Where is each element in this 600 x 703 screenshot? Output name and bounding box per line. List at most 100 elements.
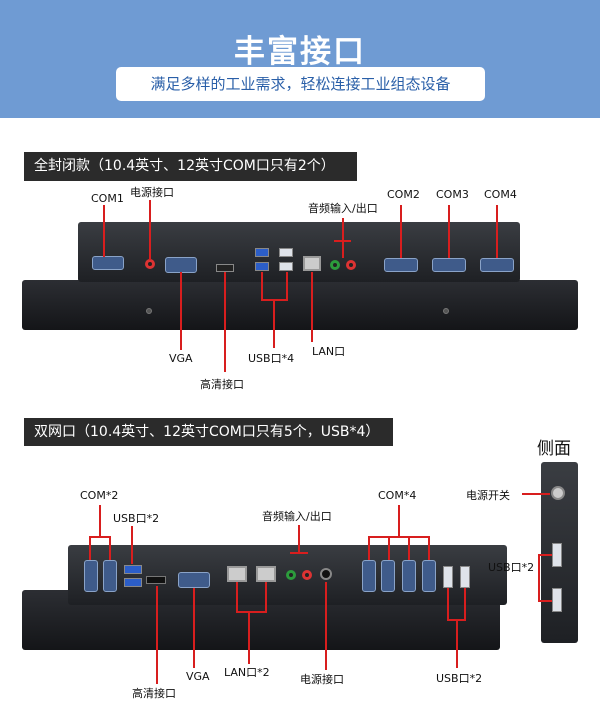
page-title: 丰富接口	[234, 34, 366, 70]
power-jack	[145, 259, 155, 269]
audio-in-jack	[330, 260, 340, 270]
leader-line	[89, 536, 91, 560]
label-power-switch: 电源开关	[466, 489, 510, 502]
leader-line	[261, 272, 263, 300]
leader-line	[248, 612, 250, 664]
lan-port	[303, 256, 321, 271]
usb-port	[279, 248, 293, 257]
leader-line	[368, 536, 430, 538]
leader-line	[273, 300, 275, 348]
com-port	[381, 560, 395, 592]
label-com1: COM1	[91, 192, 124, 205]
leader-line	[388, 536, 390, 560]
label-power: 电源接口	[130, 186, 174, 199]
leader-line	[464, 588, 466, 620]
leader-line	[538, 554, 552, 556]
hdmi-port	[146, 576, 166, 584]
label-com3: COM3	[436, 188, 469, 201]
com4-port	[480, 258, 514, 272]
leader-line	[400, 205, 402, 258]
device1-panel	[78, 222, 520, 282]
label-audio: 音频输入/出口	[262, 510, 332, 523]
screw	[443, 308, 449, 314]
lan-port	[256, 566, 276, 582]
leader-line	[290, 552, 308, 554]
label-audio: 音频输入/出口	[308, 202, 378, 215]
com-port	[402, 560, 416, 592]
com-port	[362, 560, 376, 592]
usb-port	[124, 578, 142, 587]
leader-line	[180, 272, 182, 350]
power-switch	[551, 486, 565, 500]
label-com2: COM2	[387, 188, 420, 201]
side-usb-port	[552, 543, 562, 567]
leader-line	[286, 272, 288, 300]
audio-out-jack	[302, 570, 312, 580]
side-usb-port	[552, 588, 562, 612]
label-lan: LAN口	[312, 345, 346, 358]
leader-line	[456, 620, 458, 668]
leader-line	[538, 554, 540, 602]
leader-line	[149, 200, 151, 260]
leader-line	[311, 272, 313, 342]
com1-port	[92, 256, 124, 270]
leader-line	[447, 588, 449, 620]
leader-line	[334, 240, 351, 242]
leader-line	[224, 272, 226, 372]
com-port	[422, 560, 436, 592]
label-power: 电源接口	[300, 673, 344, 686]
leader-line	[522, 493, 550, 495]
com3-port	[432, 258, 466, 272]
screw	[146, 308, 152, 314]
side-view-title: 侧面	[537, 439, 571, 459]
vga-port	[165, 257, 197, 273]
section1-title: 全封闭款（10.4英寸、12英寸COM口只有2个）	[24, 152, 357, 181]
usb-port	[255, 262, 269, 271]
leader-line	[368, 536, 370, 560]
label-vga: VGA	[169, 352, 193, 365]
leader-line	[538, 600, 552, 602]
leader-line	[398, 505, 400, 537]
vga-port	[178, 572, 210, 588]
leader-line	[236, 611, 267, 613]
leader-line	[193, 588, 195, 668]
com-port	[103, 560, 117, 592]
usb-port	[443, 566, 453, 588]
leader-line	[342, 218, 344, 258]
leader-line	[496, 205, 498, 258]
leader-line	[325, 582, 327, 670]
lan-port	[227, 566, 247, 582]
com2-port	[384, 258, 418, 272]
device1-base	[22, 280, 578, 330]
page-subtitle: 满足多样的工业需求，轻松连接工业组态设备	[116, 67, 485, 101]
label-usb: USB口*4	[248, 352, 295, 365]
label-hdmi: 高清接口	[132, 687, 176, 700]
leader-line	[89, 536, 111, 538]
leader-line	[408, 536, 410, 560]
leader-line	[236, 582, 238, 612]
usb-port	[460, 566, 470, 588]
label-lan: LAN口*2	[224, 666, 270, 679]
audio-in-jack	[286, 570, 296, 580]
label-vga: VGA	[186, 670, 210, 683]
leader-line	[131, 526, 133, 564]
label-hdmi: 高清接口	[200, 378, 244, 391]
label-com2x: COM*2	[80, 489, 119, 502]
label-usb-side: USB口*2	[488, 561, 535, 574]
label-usb-left: USB口*2	[113, 512, 160, 525]
leader-line	[156, 586, 158, 684]
label-com4x: COM*4	[378, 489, 417, 502]
hdmi-port	[216, 264, 234, 272]
leader-line	[428, 536, 430, 560]
audio-out-jack	[346, 260, 356, 270]
leader-line	[103, 205, 105, 257]
leader-line	[448, 205, 450, 258]
leader-line	[265, 582, 267, 612]
usb-port	[124, 565, 142, 574]
usb-port	[279, 262, 293, 271]
leader-line	[298, 525, 300, 553]
usb-port	[255, 248, 269, 257]
label-com4: COM4	[484, 188, 517, 201]
section2-title: 双网口（10.4英寸、12英寸COM口只有5个，USB*4）	[24, 418, 393, 446]
power-jack	[320, 568, 332, 580]
